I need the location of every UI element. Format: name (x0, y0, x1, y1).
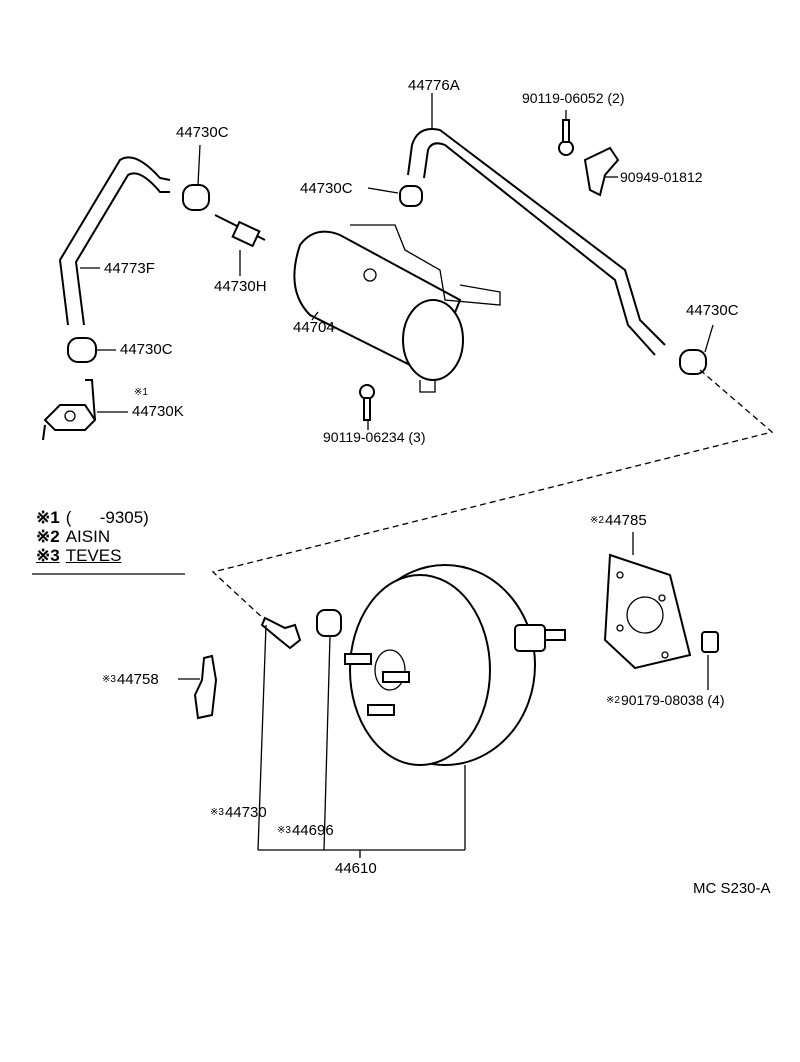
label-44730C-c: 44730C (686, 302, 739, 319)
bolt-icon (359, 384, 375, 421)
gasket-44785 (603, 553, 692, 670)
clamp-icon (679, 349, 707, 375)
bolt-icon (558, 119, 574, 156)
label-44704: 44704 (293, 319, 335, 336)
label-44776A: 44776A (408, 77, 460, 94)
label-44730: ※344730 (210, 804, 267, 821)
valve-44730H (214, 214, 266, 248)
label-90179-08038: ※290179-08038 (4) (606, 692, 725, 708)
hose-44776A (407, 128, 666, 356)
label-44758: ※344758 (102, 671, 159, 688)
legend-item: ※1( -9305) (36, 508, 149, 527)
tank-44704 (293, 224, 501, 393)
label-44730C-a: 44730C (176, 124, 229, 141)
label-90119-06052: 90119-06052 (2) (522, 90, 625, 106)
label-90119-06234: 90119-06234 (3) (323, 429, 426, 445)
label-44696: ※344696 (277, 822, 334, 839)
label-44773F: 44773F (104, 260, 155, 277)
bracket-44758 (193, 654, 218, 720)
label-44730C-d: 44730C (120, 341, 173, 358)
label-44730K: 44730K (132, 403, 184, 420)
union-44730K (42, 379, 97, 441)
label-44785: ※244785 (590, 512, 647, 529)
label-44730C-b: 44730C (300, 180, 353, 197)
bracket-icon (583, 146, 620, 197)
union-44730 (260, 616, 302, 650)
leader-lines (257, 624, 466, 858)
label-44610: 44610 (335, 860, 377, 877)
clamp-icon (399, 185, 423, 207)
nut-icon (701, 631, 719, 653)
diagram-code: MC S230-A (693, 880, 771, 897)
label-90949-01812: 90949-01812 (620, 169, 703, 185)
clamp-icon (67, 337, 97, 363)
hose-44773F (58, 156, 171, 326)
label-mark-1: ※1 (134, 387, 148, 398)
grommet-44696 (316, 609, 342, 637)
clamp-icon (182, 184, 210, 211)
connection-dashed-line (211, 369, 774, 621)
brake-booster-44610 (344, 564, 566, 766)
label-44730H: 44730H (214, 278, 267, 295)
